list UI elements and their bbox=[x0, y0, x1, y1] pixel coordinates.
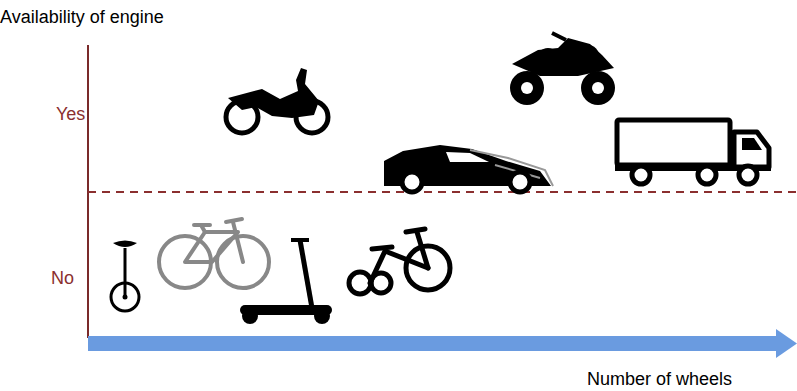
wheel bbox=[314, 308, 330, 324]
frame bbox=[370, 251, 428, 283]
motorbike-icon bbox=[226, 68, 328, 133]
hub bbox=[521, 82, 533, 94]
horizontal-axis bbox=[88, 336, 778, 351]
wheel bbox=[242, 308, 258, 324]
handlebar bbox=[552, 33, 566, 40]
body bbox=[228, 68, 319, 118]
handlebar bbox=[226, 219, 242, 222]
divider-line bbox=[88, 191, 797, 193]
car-icon bbox=[384, 145, 553, 192]
wheel bbox=[402, 172, 422, 192]
wheel bbox=[698, 166, 716, 184]
cab bbox=[734, 132, 769, 167]
wheel bbox=[632, 166, 650, 184]
unicycle-icon bbox=[111, 241, 139, 312]
axis-category: Yes bbox=[56, 103, 85, 125]
seat bbox=[372, 247, 392, 249]
fork bbox=[417, 232, 428, 268]
post bbox=[124, 248, 127, 297]
tricycle-icon bbox=[349, 229, 450, 294]
stem bbox=[300, 240, 312, 308]
wheel bbox=[510, 172, 530, 192]
atv-icon bbox=[510, 33, 615, 105]
axis-title: Availability of engine bbox=[0, 6, 164, 28]
bicycle-icon bbox=[159, 219, 269, 288]
axis-title: Number of wheels bbox=[587, 368, 732, 390]
seat bbox=[194, 225, 210, 232]
wheel bbox=[581, 71, 615, 105]
cab-window bbox=[742, 138, 762, 150]
handlebar bbox=[291, 238, 309, 242]
frame bbox=[185, 232, 238, 262]
wheel bbox=[510, 71, 544, 105]
fork bbox=[233, 222, 243, 262]
body bbox=[512, 38, 614, 76]
wheel bbox=[577, 45, 599, 67]
scooter-icon bbox=[240, 240, 332, 324]
truck-icon bbox=[615, 120, 771, 184]
hub bbox=[592, 82, 604, 94]
handlebar bbox=[406, 229, 425, 232]
wheel bbox=[536, 48, 560, 72]
axis-arrowhead bbox=[776, 329, 797, 358]
wheel bbox=[739, 166, 757, 184]
axis-category: No bbox=[51, 267, 74, 289]
cargo-box bbox=[617, 120, 730, 165]
seat bbox=[113, 241, 137, 248]
